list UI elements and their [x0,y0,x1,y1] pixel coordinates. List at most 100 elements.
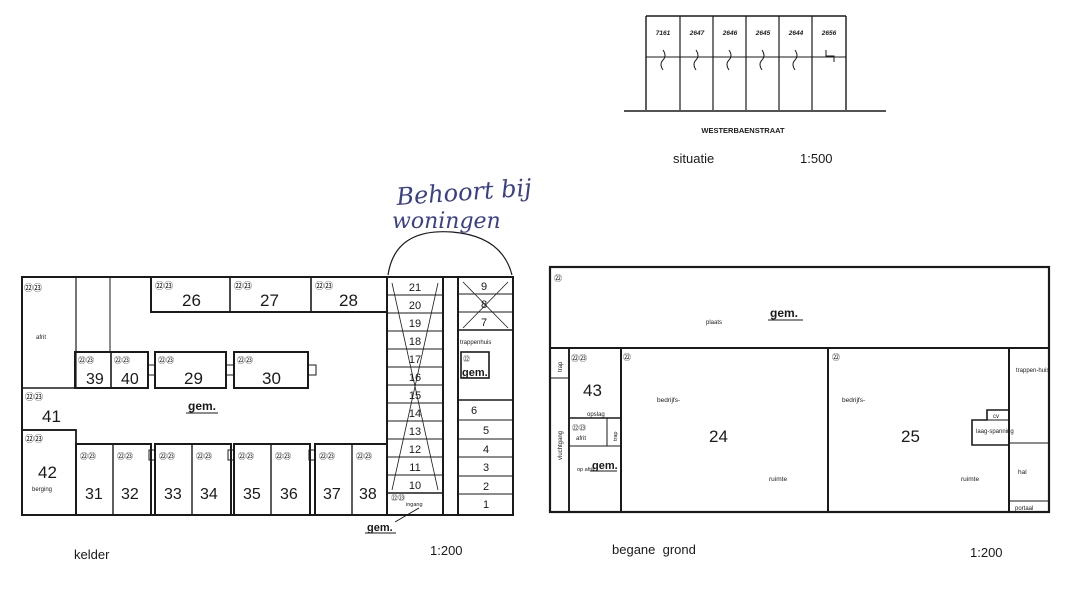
tag-22-23: ㉒㉓ [24,283,42,293]
begane-grond-caption: begane grond [612,542,696,557]
ruimte-label: ruimte [769,476,787,483]
stair-step: 21 [409,282,421,294]
tag-22-23: ㉒㉓ [391,494,405,502]
ruimte-label: ruimte [961,476,979,483]
gem-label: gem. [188,399,216,413]
stair-step: 2 [483,481,489,493]
storage-unit: 32 [121,486,139,503]
stair-step: 6 [471,405,477,417]
lot-number: 2656 [821,30,837,37]
tag-22-23: ㉒㉓ [25,392,43,402]
tag-22: ㉒ [623,353,631,362]
storage-unit: 29 [184,369,203,388]
tag-22-23: ㉒㉓ [571,354,587,363]
gem-label: gem. [770,306,798,320]
storage-unit: 40 [121,371,139,388]
tag-22-23: ㉒㉓ [155,281,173,291]
stair-step: 1 [483,499,489,511]
tag-22: ㉒ [554,274,562,283]
arc-marker [387,231,513,276]
cv-label: cv [993,414,999,420]
unit-41: 41 [42,407,61,426]
plaats-label: plaats [706,320,722,326]
lot-number: 2646 [722,30,738,37]
storage-unit: 35 [243,486,261,503]
annotation-line-1: Behoort bij [394,174,533,211]
stair-step: 15 [409,390,421,402]
storage-unit: 30 [262,369,281,388]
gem-label: gem. [462,367,488,379]
tag-22-23: ㉒㉓ [234,281,252,291]
annotation-line-2: woningen [392,209,501,234]
tag-22-23: ㉒㉓ [158,356,174,365]
stair-step: 13 [409,426,421,438]
unit-43: 43 [583,381,602,400]
stair-step: 4 [483,444,489,456]
stair-step: 11 [409,462,420,474]
stair-step: 8 [481,299,487,311]
unit-24: 24 [709,427,728,446]
bedrijfs-label: bedrijfs- [657,397,680,404]
stair-step: 5 [483,425,489,437]
tag-22-23: ㉒㉓ [319,452,335,461]
unit-42: 42 [38,463,57,482]
ingang-label: ingang [406,502,423,508]
stair-step: 7 [481,317,487,329]
storage-unit: 38 [359,486,377,503]
tag-22-23: ㉒㉓ [572,424,586,432]
tag-22-23: ㉒㉓ [237,356,253,365]
hal-label: hal [1018,469,1027,476]
storage-unit: 26 [182,291,201,310]
lot-number: 7161 [656,30,671,37]
tag-22-23: ㉒㉓ [315,281,333,291]
tag-22-23: ㉒㉓ [356,452,372,461]
op-afrit-label: op afrit [577,467,594,473]
vluchtgang-label: vluchtgang [558,431,564,460]
storage-unit: 28 [339,291,358,310]
stair-step: 19 [409,318,421,330]
stair-step: 3 [483,462,489,474]
kelder-labels: ㉒㉓ afrit ㉒㉓ 41 ㉒㉓ 42 berging 26 27 28 ㉒㉓… [24,281,491,562]
storage-unit: 39 [86,371,104,388]
begane-grond-scale: 1:200 [970,545,1003,560]
kelder-scale: 1:200 [430,543,463,558]
stair-step: 12 [409,444,421,456]
tag-22-23: ㉒㉓ [114,356,130,365]
berging-label: berging [32,487,52,493]
situatie-caption: situatie [673,151,714,166]
tag-22-23: ㉒㉓ [196,452,212,461]
afrit-label: afrit [576,436,586,442]
situatie-scale: 1:500 [800,151,833,166]
tag-22: ㉒ [832,353,840,362]
storage-unit: 27 [260,291,279,310]
begane-grond-labels: ㉒ plaats gem. trap vluchtgang ㉒㉓ 43 opsl… [554,274,1049,560]
bedrijfs-label: bedrijfs- [842,397,865,404]
gem-label: gem. [367,522,393,534]
stair-step: 10 [409,480,421,492]
tag-22-23: ㉒㉓ [117,452,133,461]
storage-unit: 33 [164,486,182,503]
portaal-label: portaal [1015,506,1033,512]
situatie-labels: 7161 2647 2646 2645 2644 2656 [656,30,837,37]
tag-22-23: ㉒㉓ [275,452,291,461]
storage-unit: 31 [85,486,103,503]
tag-22: ㉒ [463,355,470,363]
lot-number: 2647 [689,30,705,37]
kelder-caption: kelder [74,547,110,562]
stair-step: 17 [409,354,421,366]
tag-22-23: ㉒㉓ [80,452,96,461]
storage-unit: 36 [280,486,298,503]
gem-label: gem. [592,460,618,472]
tag-22-23: ㉒㉓ [238,452,254,461]
storage-unit: 37 [323,486,341,503]
tag-22-23: ㉒㉓ [159,452,175,461]
situatie-plan [624,15,886,112]
afrit-label: afrit [36,335,46,341]
opslag-label: opslag [587,412,605,418]
trap-label: trap [613,432,619,441]
stair-step: 20 [409,300,421,312]
stair-step: 18 [409,336,421,348]
stair-step: 9 [481,281,487,293]
trap-label: trap [558,361,564,372]
